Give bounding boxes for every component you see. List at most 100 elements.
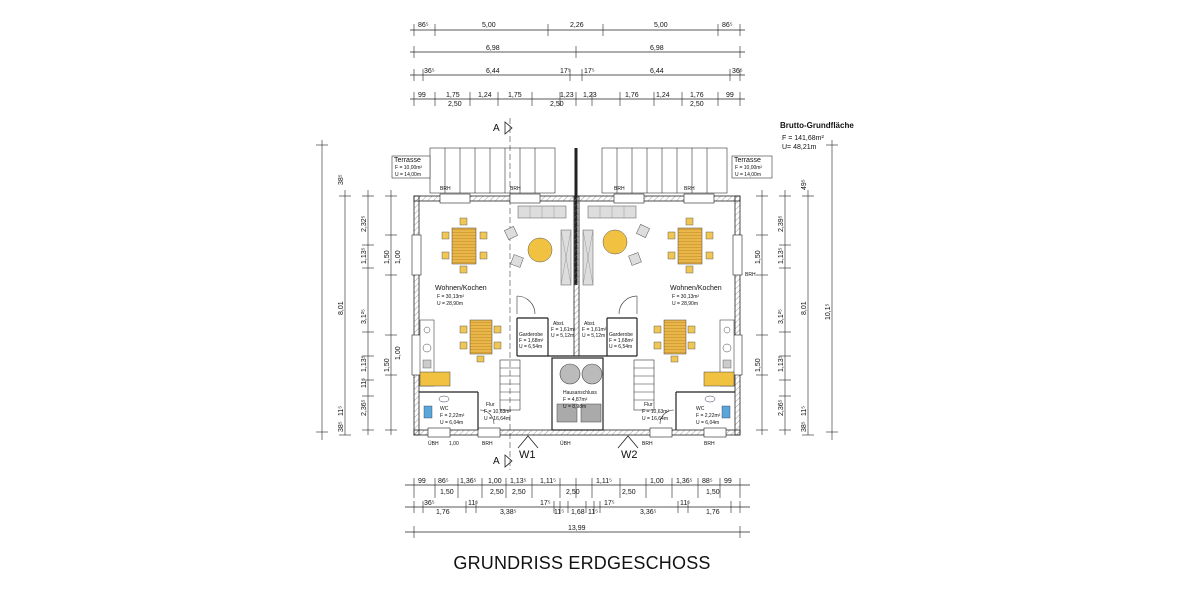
garderobe-left-perimeter: U = 6,54m xyxy=(519,344,542,350)
dim-right-10: 2,36⁵ xyxy=(778,399,785,416)
flur-right-perimeter: U = 16,64m xyxy=(642,416,668,422)
interior-walls xyxy=(419,317,735,431)
abst-right-name: Abst. xyxy=(584,321,595,327)
dim-top-6: 6,98 xyxy=(486,45,500,52)
dim-bottom-17: 1,50 xyxy=(706,489,720,496)
top-dimension-chains xyxy=(410,24,745,106)
dim-right-1: 49⁵ xyxy=(801,179,808,190)
dim-left-13: 11⁵ xyxy=(338,406,345,416)
wohnen-left-name: Wohnen/Kochen xyxy=(435,285,487,292)
dim-top-23: 99 xyxy=(726,92,734,99)
garderobe-left-name: Garderobe xyxy=(519,332,543,338)
terrace-left xyxy=(391,147,556,194)
dim-left-5: 1,00 xyxy=(395,250,402,264)
garderobe-right-perimeter: U = 6,54m xyxy=(609,344,632,350)
dim-bottom-3: 1,36⁵ xyxy=(460,478,477,485)
dim-bottom-24: 1,68 xyxy=(571,509,585,516)
flur-left-area: F = 10,63m² xyxy=(484,409,511,415)
entrance-w1-label: W1 xyxy=(519,449,536,461)
section-label-top: A xyxy=(493,123,500,134)
dim-left-10: 1,00 xyxy=(395,346,402,360)
right-dimension-texts: 49⁵ 2,39⁵ 1,13⁵ 1,50 8,01 3,1²⁵ 10,1⁵ 1,… xyxy=(755,179,832,432)
abst-left-perimeter: U = 5,12m xyxy=(551,333,574,339)
dim-left-7: 8,01 xyxy=(338,301,345,315)
hausanschluss-area: F = 4,87m² xyxy=(563,397,588,403)
dim-left-12: 2,36⁵ xyxy=(361,399,368,416)
wc-left-area: F = 2,22m² xyxy=(440,413,465,419)
brutto-info: Brutto-Grundfläche F = 141,68m² U= 48,21… xyxy=(780,121,854,151)
terrace-right xyxy=(601,147,773,194)
dim-top-10: 17⁵ xyxy=(560,68,571,75)
dim-bottom-18: 36⁵ xyxy=(424,500,435,507)
dim-bottom-16: 2,50 xyxy=(622,489,636,496)
left-dimension-texts: 38⁵ 2,32⁵ 1,13⁵ 1,50 1,00 3,1²⁵ 8,01 1,1… xyxy=(338,174,402,432)
wc-left-fixtures xyxy=(423,395,450,419)
brh-value-1: 1,00 xyxy=(449,441,459,447)
dim-right-7: 10,1⁵ xyxy=(825,303,832,320)
terrace-left-name: Terrasse xyxy=(394,157,421,164)
dim-right-2: 2,39⁵ xyxy=(778,215,785,232)
dim-right-8: 1,13⁵ xyxy=(778,355,785,372)
brh-label-1: BRH xyxy=(440,186,451,192)
dim-bottom-2: 86⁵ xyxy=(438,478,449,485)
brutto-area: F = 141,68m² xyxy=(782,135,824,142)
dim-bottom-13: 2,50 xyxy=(490,489,504,496)
dim-right-5: 8,01 xyxy=(801,301,808,315)
abst-right-area: F = 1,61m² xyxy=(582,327,607,333)
stairs-right xyxy=(633,359,655,411)
dim-top-26: 2,50 xyxy=(690,101,704,108)
dim-right-4: 1,50 xyxy=(755,250,762,264)
dim-top-4: 5,00 xyxy=(654,22,668,29)
entrance-w2: W2 xyxy=(617,435,639,461)
garderobe-right-name: Garderobe xyxy=(609,332,633,338)
terrace-right-area: F = 10,00m² xyxy=(735,165,762,171)
dim-bottom-20: 11⁵ xyxy=(468,500,478,507)
dim-left-2: 2,32⁵ xyxy=(361,215,368,232)
brh-label-3: BRH xyxy=(614,186,625,192)
left-dimension-chains xyxy=(316,140,397,440)
dim-left-11: 11⁵ xyxy=(361,378,368,388)
dim-left-3: 1,13⁵ xyxy=(361,247,368,264)
dim-right-12: 38⁵ xyxy=(801,421,808,432)
dim-left-8: 1,13⁵ xyxy=(361,355,368,372)
entrance-w1: W1 xyxy=(517,435,539,461)
dim-right-11: 11⁵ xyxy=(801,406,808,416)
dim-top-25: 2,50 xyxy=(550,101,564,108)
dining-set-right-bottom xyxy=(653,319,696,363)
wc-right-area: F = 2,22m² xyxy=(696,413,721,419)
dim-top-20: 1,76 xyxy=(625,92,639,99)
dim-top-14: 99 xyxy=(418,92,426,99)
right-dimension-chains xyxy=(756,140,838,440)
dim-bottom-28: 11⁵ xyxy=(680,500,690,507)
dining-set-right-top xyxy=(667,217,714,274)
dim-top-1: 86⁵ xyxy=(418,22,429,29)
brutto-perimeter: U= 48,21m xyxy=(782,144,817,151)
wohnen-right-area: F = 30,13m² xyxy=(672,294,699,300)
dim-bottom-7: 1,11⁵ xyxy=(596,478,612,485)
wc-left-perimeter: U = 6,04m xyxy=(440,420,463,426)
brh-label-5: BRH xyxy=(482,441,493,447)
top-dimension-texts: 86⁵ 5,00 2,26 5,00 86⁵ 6,98 6,98 36⁵ 6,4… xyxy=(418,22,743,108)
dim-right-6: 3,1²⁵ xyxy=(778,309,785,324)
dim-bottom-total: 13,99 xyxy=(568,525,586,532)
brh-label-8: BRH xyxy=(745,272,756,278)
brh-label-7: BRH xyxy=(704,441,715,447)
ubh-label-2: ÜBH xyxy=(560,440,571,447)
kitchen-right xyxy=(703,319,735,387)
room-labels: Wohnen/Kochen F = 30,13m² U = 28,90m Woh… xyxy=(435,285,722,426)
dim-bottom-14: 2,50 xyxy=(512,489,526,496)
dim-top-19: 1,23 xyxy=(583,92,597,99)
terrace-left-area: F = 10,00m² xyxy=(395,165,422,171)
dim-bottom-5: 1,13⁵ xyxy=(510,478,527,485)
garderobe-left-area: F = 1,68m² xyxy=(519,338,544,344)
dim-bottom-10: 88⁵ xyxy=(702,478,713,485)
abst-left-name: Abst. xyxy=(553,321,564,327)
dim-right-3: 1,13⁵ xyxy=(778,247,785,264)
dim-bottom-15: 2,50 xyxy=(566,489,580,496)
dim-top-5: 86⁵ xyxy=(722,22,733,29)
dim-bottom-12: 1,50 xyxy=(440,489,454,496)
dim-bottom-4: 1,00 xyxy=(488,478,502,485)
hausanschluss-name: Hausanschluss xyxy=(563,390,597,396)
flur-right-area: F = 10,63m² xyxy=(642,409,669,415)
